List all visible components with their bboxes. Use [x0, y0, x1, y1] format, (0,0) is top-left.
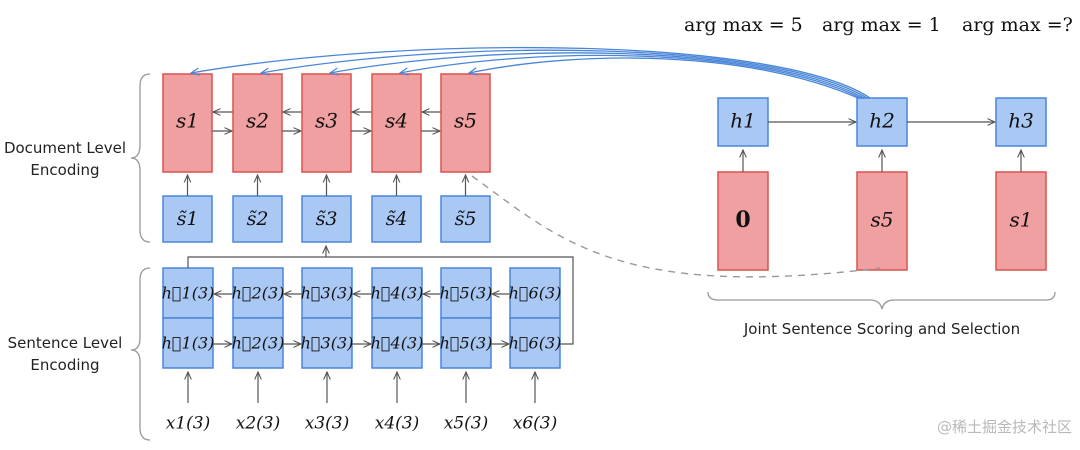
bwd-hidden-label-1: h⃖1(3) — [162, 284, 215, 303]
fwd-hidden-box-4 — [371, 317, 423, 369]
sentence-level-label-line2: Encoding — [30, 356, 99, 374]
input-word-label-1: x1(3) — [166, 414, 210, 434]
sent-rep-label-4: s̃4 — [386, 208, 408, 230]
fwd-hidden-label-4: h⃗4(3) — [371, 334, 424, 353]
bwd-hidden-box-5 — [440, 267, 492, 319]
document-level-label-line1: Document Level — [4, 139, 126, 157]
hidden-box-h3 — [995, 97, 1047, 147]
attention-curve-2 — [261, 49, 868, 99]
input-word-label-4: x4(3) — [375, 414, 419, 434]
attention-curve-4 — [400, 54, 862, 99]
doc-state-box-1 — [162, 73, 213, 173]
selected-input-label-1: 0 — [735, 207, 750, 233]
fwd-hidden-box-6 — [509, 317, 561, 369]
attention-curve-3 — [330, 52, 865, 99]
selected-input-box-3 — [995, 171, 1047, 271]
sentence-encoder: h⃖1(3) h⃗1(3) x1(3) h⃖2(3) h⃗2(3) x2(3) h⃖3(3)… — [162, 246, 574, 434]
bwd-hidden-label-2: h⃖2(3) — [232, 284, 285, 303]
doc-state-label-4: s4 — [385, 109, 408, 133]
sent-rep-label-3: s̃3 — [316, 208, 338, 230]
argmax-label-3: arg max =? — [962, 14, 1073, 36]
sent-rep-box-3 — [301, 195, 352, 243]
argmax-label-1: arg max = 5 — [684, 14, 803, 36]
joint-selector: h1 0 h2 s5 h3 s1 — [191, 46, 1047, 278]
doc-state-label-5: s5 — [454, 109, 477, 133]
hidden-box-h2 — [856, 97, 908, 147]
fwd-hidden-box-1 — [162, 317, 214, 369]
sent-rep-label-5: s̃5 — [455, 208, 477, 230]
fwd-hidden-box-3 — [301, 317, 353, 369]
selected-input-box-2 — [856, 171, 908, 271]
fwd-hidden-box-2 — [232, 317, 284, 369]
bwd-hidden-box-6 — [509, 267, 561, 319]
bwd-hidden-label-6: h⃖6(3) — [509, 284, 562, 303]
hidden-label-h3: h3 — [1008, 109, 1034, 133]
joint-caption: Joint Sentence Scoring and Selection — [743, 320, 1020, 338]
input-word-label-3: x3(3) — [305, 414, 349, 434]
sent-rep-box-2 — [232, 195, 283, 243]
joint-brace — [707, 291, 1056, 310]
dashed-link-s5 — [471, 175, 881, 278]
selected-input-label-3: s1 — [1010, 208, 1033, 232]
selected-input-label-2: s5 — [871, 208, 894, 232]
bwd-hidden-label-3: h⃖3(3) — [301, 284, 354, 303]
sent-rep-box-4 — [371, 195, 422, 243]
attention-curve-1 — [191, 46, 871, 99]
selected-input-box-1 — [717, 171, 769, 271]
input-word-label-6: x6(3) — [513, 414, 557, 434]
doc-state-box-2 — [232, 73, 283, 173]
doc-state-label-1: s1 — [176, 109, 199, 133]
fwd-hidden-label-1: h⃗1(3) — [162, 334, 215, 353]
document-encoder: s1 s̃1 s2 s̃2 s3 s̃3 s4 s̃4 s5 s̃5 — [162, 73, 491, 243]
watermark: @稀土掘金技术社区 — [937, 418, 1072, 436]
sent-rep-box-5 — [440, 195, 491, 243]
hidden-label-h1: h1 — [730, 109, 756, 133]
merge-connector — [187, 256, 574, 345]
hidden-label-h2: h2 — [869, 109, 895, 133]
bwd-hidden-box-3 — [301, 267, 353, 319]
fwd-hidden-box-5 — [440, 317, 492, 369]
hidden-box-h1 — [717, 97, 769, 147]
sent-rep-label-1: s̃1 — [177, 208, 199, 230]
sent-rep-label-2: s̃2 — [247, 208, 269, 230]
sentence-level-brace — [130, 267, 151, 441]
doc-state-box-3 — [301, 73, 352, 173]
attention-curve-5 — [469, 57, 859, 99]
fwd-hidden-label-3: h⃗3(3) — [301, 334, 354, 353]
fwd-hidden-label-2: h⃗2(3) — [232, 334, 285, 353]
document-level-brace — [130, 73, 151, 243]
input-word-label-5: x5(3) — [444, 414, 488, 434]
bwd-hidden-label-4: h⃖4(3) — [371, 284, 424, 303]
sentence-level-label-line1: Sentence Level — [8, 334, 123, 352]
input-word-label-2: x2(3) — [236, 414, 280, 434]
argmax-label-2: arg max = 1 — [822, 14, 941, 36]
doc-state-box-5 — [440, 73, 491, 173]
fwd-hidden-label-6: h⃗6(3) — [509, 334, 562, 353]
fwd-hidden-label-5: h⃗5(3) — [440, 334, 493, 353]
doc-state-label-3: s3 — [315, 109, 338, 133]
bwd-hidden-label-5: h⃖5(3) — [440, 284, 493, 303]
sent-rep-box-1 — [162, 195, 213, 243]
doc-state-box-4 — [371, 73, 422, 173]
document-level-label-line2: Encoding — [30, 161, 99, 179]
bwd-hidden-box-2 — [232, 267, 284, 319]
doc-state-label-2: s2 — [246, 109, 269, 133]
